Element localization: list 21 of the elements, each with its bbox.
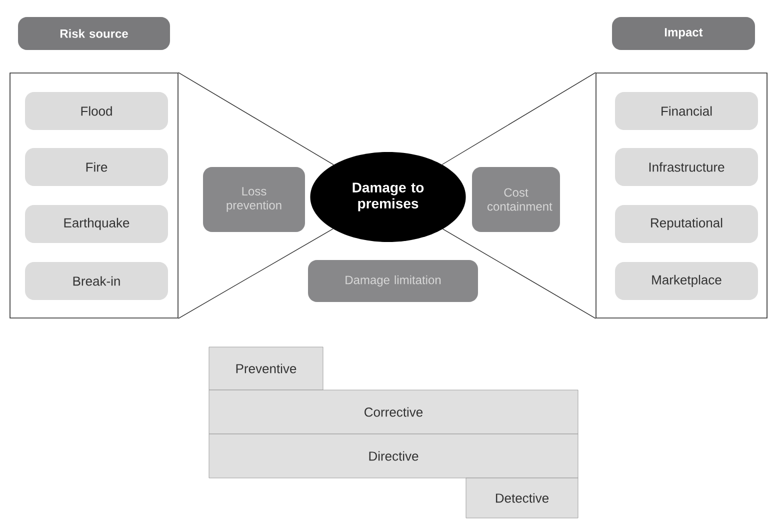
item-pill: Earthquake [25,205,168,243]
group-frame [10,72,178,318]
connector-line [178,72,334,165]
item-pill: Break-in [25,262,168,300]
item-pill: Flood [25,92,168,130]
control-bar: Detective [466,478,578,518]
item-pill: Reputational [615,205,758,243]
control-box: Cost containment [472,167,560,232]
control-box: Loss prevention [203,167,305,232]
item-pill: Fire [25,148,168,186]
header-pill: Risk source [18,17,170,50]
connector-line [178,228,334,319]
item-pill: Infrastructure [615,148,758,186]
control-bar: Preventive [208,346,324,390]
group-frame [596,72,768,318]
item-pill: Marketplace [615,262,758,300]
connector-line [442,72,596,165]
header-pill: Impact [612,17,755,50]
connector-line [442,228,596,319]
control-box: Damage limitation [308,260,478,302]
item-pill: Financial [615,92,758,130]
